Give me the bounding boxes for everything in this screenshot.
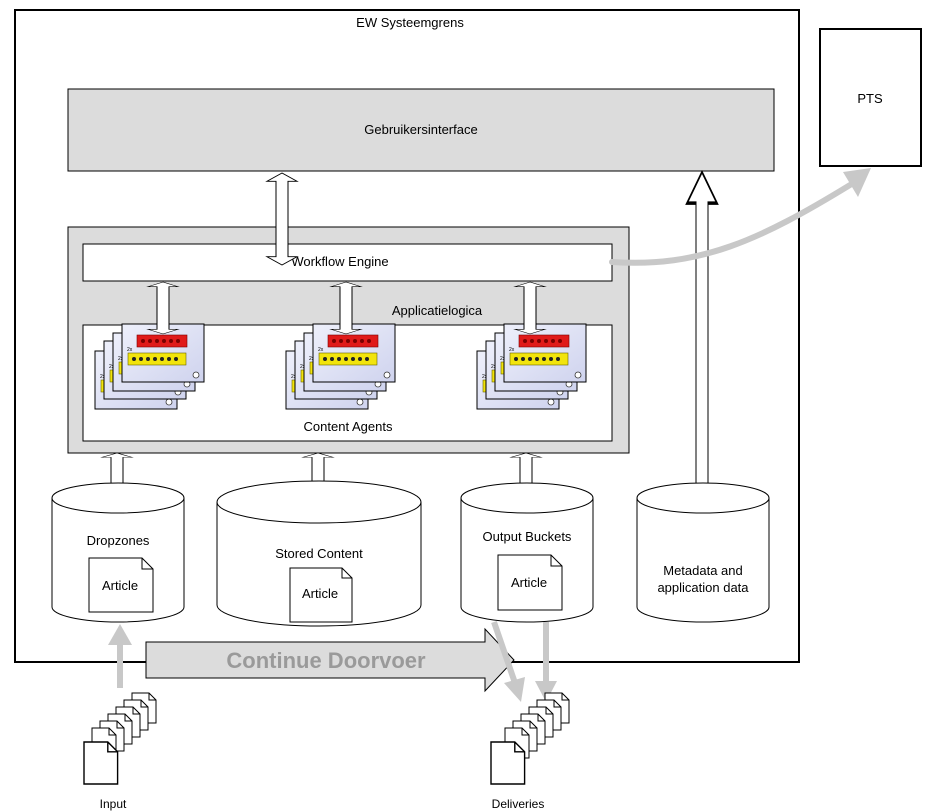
store-output-buckets: Output Buckets Article xyxy=(460,482,594,623)
document-icon xyxy=(88,557,154,613)
workflow-engine-box xyxy=(82,243,613,282)
store-metadata-label-line2: application data xyxy=(657,580,749,595)
pts-box xyxy=(819,28,922,167)
input-label: Input xyxy=(100,797,127,811)
document-icon xyxy=(289,567,353,623)
app-logic-label: Applicatielogica xyxy=(392,303,483,318)
ui-box xyxy=(67,88,775,172)
deliveries-label: Deliveries xyxy=(492,797,545,811)
arrow-workflow-pts xyxy=(609,168,871,266)
pts-label: PTS xyxy=(857,91,883,106)
arrow-output-deliveries xyxy=(491,621,557,702)
system-boundary-label: EW Systeemgrens xyxy=(356,15,464,30)
store-dropzones: Dropzones Article xyxy=(51,482,185,623)
store-stored-content: Stored Content Article xyxy=(216,480,422,627)
document-icon xyxy=(497,554,563,611)
workflow-engine-label: Workflow Engine xyxy=(291,254,388,269)
store-dropzones-doc-label: Article xyxy=(102,578,138,593)
input-documents xyxy=(83,692,157,785)
arrow-input-dropzones xyxy=(108,624,132,688)
store-output-buckets-label: Output Buckets xyxy=(483,529,572,544)
document-icon xyxy=(83,741,119,785)
ui-label: Gebruikersinterface xyxy=(364,122,477,137)
throughput-arrow: Continue Doorvoer xyxy=(145,627,515,693)
store-metadata-label-line1: Metadata and xyxy=(663,563,743,578)
store-stored-content-doc-label: Article xyxy=(302,586,338,601)
document-icon xyxy=(490,741,526,785)
store-stored-content-label: Stored Content xyxy=(275,546,363,561)
throughput-label: Continue Doorvoer xyxy=(226,648,426,673)
store-metadata: Metadata and application data xyxy=(636,482,770,623)
content-agents-label: Content Agents xyxy=(304,419,393,434)
deliveries-documents xyxy=(490,692,570,785)
store-output-buckets-doc-label: Article xyxy=(511,575,547,590)
store-dropzones-label: Dropzones xyxy=(87,533,150,548)
